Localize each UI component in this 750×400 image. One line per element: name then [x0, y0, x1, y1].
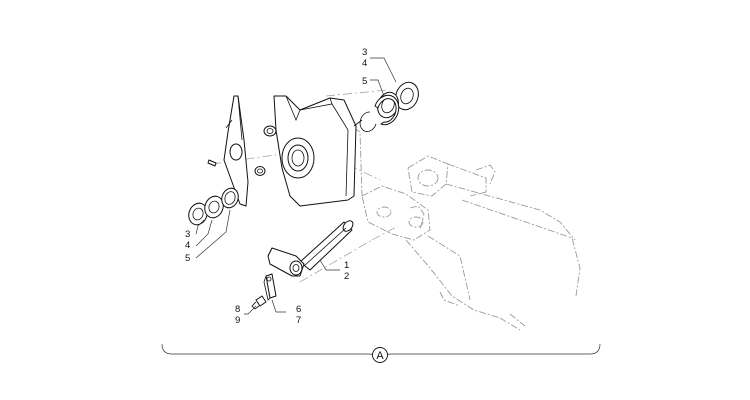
callout-3-left: 3 — [185, 229, 190, 240]
washer-set-top — [359, 81, 419, 132]
bushing-upper — [263, 125, 277, 137]
callout-1: 1 — [344, 260, 349, 271]
callout-8: 8 — [235, 304, 240, 315]
pivot-pin — [267, 220, 354, 277]
bracket-plate-right — [273, 95, 363, 207]
callout-5-top: 5 — [362, 76, 367, 87]
view-brace: A — [161, 343, 601, 363]
callout-4-left: 4 — [185, 240, 190, 251]
callout-5-left: 5 — [185, 253, 190, 264]
bushing-lower — [254, 166, 266, 176]
callout-7: 7 — [296, 315, 301, 326]
bracket-plate-left — [223, 95, 249, 207]
leader-lines — [195, 57, 397, 315]
callout-2: 2 — [344, 271, 349, 282]
view-label: A — [376, 350, 384, 362]
grease-nipple — [207, 159, 217, 167]
callout-6: 6 — [296, 304, 301, 315]
callout-3-top: 3 — [362, 47, 367, 58]
lock-plate — [263, 273, 277, 301]
callout-labels: 3 4 5 3 4 5 1 2 6 7 8 9 — [185, 47, 367, 326]
phantom-boom-arm — [353, 127, 581, 331]
callout-4-top: 4 — [362, 58, 367, 69]
view-label-circle — [372, 347, 388, 363]
bolt — [251, 295, 267, 310]
callout-9: 9 — [235, 315, 240, 326]
washer-set-left — [188, 187, 239, 226]
